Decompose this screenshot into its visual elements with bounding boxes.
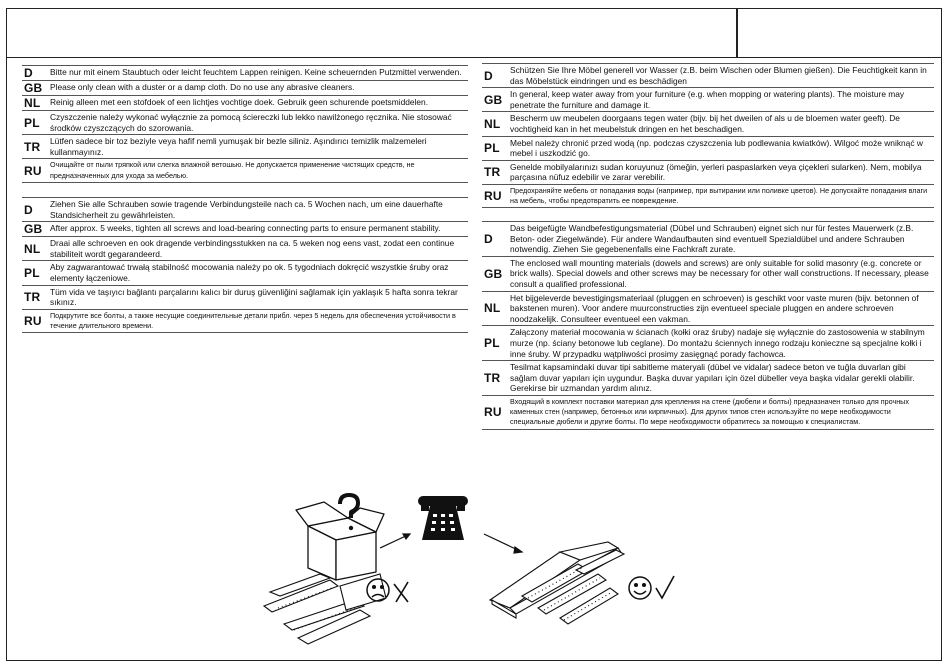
- instruction-text: Tesilmat kapsamindaki duvar tipi sabitle…: [508, 360, 934, 396]
- language-code: TR: [22, 285, 48, 310]
- scattered-boards: [262, 573, 387, 645]
- open-box-question-icon: [295, 493, 385, 581]
- language-code: NL: [482, 111, 508, 137]
- language-code: D: [22, 196, 48, 223]
- cross-mark-icon: [393, 581, 409, 603]
- arrow-right-icon: [379, 533, 412, 549]
- instruction-text: Het bijgeleverde bevestigingsmateriaal (…: [508, 291, 934, 327]
- instruction-text: Tüm vida ve taşıyıcı bağlantı parçaların…: [48, 285, 468, 310]
- header-divider: [736, 8, 738, 58]
- language-code: RU: [482, 395, 508, 430]
- instruction-text: Очищайте от пыли тряпкой или слегка влаж…: [48, 158, 468, 183]
- happy-face-icon: [628, 576, 652, 600]
- language-code: RU: [22, 158, 48, 183]
- instruction-text: Schützen Sie Ihre Möbel generell vor Was…: [508, 62, 934, 89]
- service-illustration: [262, 493, 675, 645]
- check-mark-icon: [655, 575, 675, 600]
- language-code: D: [482, 62, 508, 89]
- instruction-text: Genelde mobilyalarınızı sudan koruyunuz …: [508, 160, 934, 185]
- complete-boards: [488, 541, 626, 625]
- language-code: PL: [482, 325, 508, 362]
- instruction-text: Das beigefügte Wandbefestigungsmaterial …: [508, 221, 934, 257]
- telephone-icon: [418, 496, 468, 540]
- instruction-text: In general, keep water away from your fu…: [508, 87, 934, 113]
- language-code: GB: [22, 80, 48, 96]
- instruction-text: Czyszczenie należy wykonać wyłącznie za …: [48, 110, 468, 136]
- language-code: TR: [482, 160, 508, 185]
- instruction-text: Lütfen sadece bir toz beziyle veya hafif…: [48, 134, 468, 160]
- instruction-text: Mebel należy chronić przed wodą (np. pod…: [508, 136, 934, 161]
- instruction-text: Draai alle schroeven en ook dragende ver…: [48, 236, 468, 262]
- instruction-text: Предохраняйте мебель от попадания воды (…: [508, 184, 934, 209]
- language-code: D: [482, 221, 508, 257]
- instruction-text: Подкрутите все болты, а также несущие со…: [48, 309, 468, 334]
- language-code: RU: [22, 309, 48, 334]
- instruction-text: Załączony materiał mocowania w ścianach …: [508, 325, 934, 362]
- language-code: NL: [22, 236, 48, 262]
- instruction-text: Bescherm uw meubelen doorgaans tegen wat…: [508, 111, 934, 137]
- arrow-right-icon: [483, 533, 524, 554]
- instruction-text: Reinig alleen met een stofdoek of een li…: [48, 95, 468, 111]
- language-code: PL: [482, 136, 508, 161]
- language-code: D: [22, 65, 48, 81]
- language-code: TR: [482, 360, 508, 396]
- header-box: [6, 8, 942, 58]
- instruction-text: After approx. 5 weeks, tighten all screw…: [48, 221, 468, 238]
- instruction-text: Входящий в комплект поставки материал дл…: [508, 395, 934, 430]
- language-code: NL: [22, 95, 48, 111]
- language-code: RU: [482, 184, 508, 209]
- instruction-text: Ziehen Sie alle Schrauben sowie tragende…: [48, 196, 468, 223]
- language-code: PL: [22, 110, 48, 136]
- language-code: TR: [22, 134, 48, 160]
- language-code: GB: [482, 87, 508, 113]
- instruction-text: Please only clean with a duster or a dam…: [48, 80, 468, 96]
- language-code: PL: [22, 260, 48, 286]
- language-code: GB: [22, 221, 48, 238]
- instruction-text: The enclosed wall mounting materials (do…: [508, 256, 934, 292]
- language-code: NL: [482, 291, 508, 327]
- instruction-text: Bitte nur mit einem Staubtuch oder leich…: [48, 65, 468, 81]
- sad-face-icon: [366, 578, 390, 602]
- language-code: GB: [482, 256, 508, 292]
- instruction-text: Aby zagwarantować trwałą stabilność moco…: [48, 260, 468, 286]
